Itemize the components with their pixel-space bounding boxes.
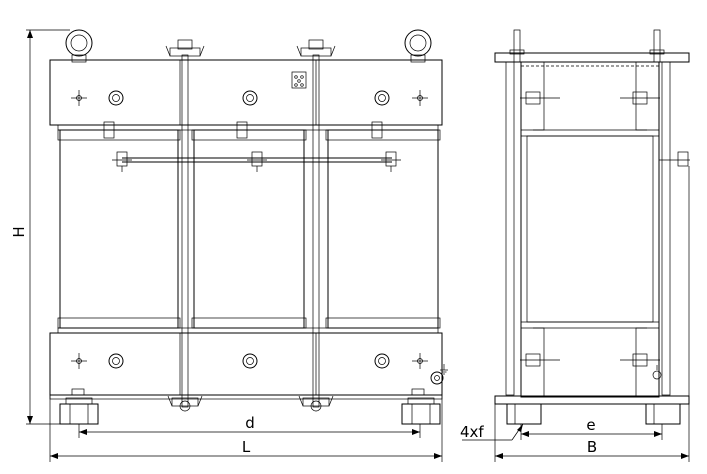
side-view [494,29,690,425]
lifting-eye-right [404,29,432,63]
rod-nuts-bottom [167,395,334,412]
dimension-b-label: B [587,438,597,456]
yoke-bolts-bottom [71,353,428,369]
dimension-h-label: H [10,226,28,237]
front-view [49,29,448,425]
mount-holes-label: 4xf [460,423,484,441]
coil-left [57,129,181,329]
dimension-d [78,424,421,438]
dimension-d-label: d [245,414,255,432]
ground-terminal-icon [430,364,448,385]
bus-bar [112,151,401,172]
dimension-h [26,29,70,425]
coil-middle [191,129,307,329]
dimension-l-label: L [242,438,251,456]
dimension-e-label: e [586,416,595,434]
dimension-l [49,395,443,462]
coil-right [325,129,441,329]
dimension-b [494,166,690,462]
lifting-eye-left [65,29,93,63]
yoke-bolts-top [71,90,428,106]
rod-nuts-top [165,39,336,57]
terminal-box [291,71,307,89]
tie-rods [181,54,320,408]
mount-holes-leader [462,423,524,441]
